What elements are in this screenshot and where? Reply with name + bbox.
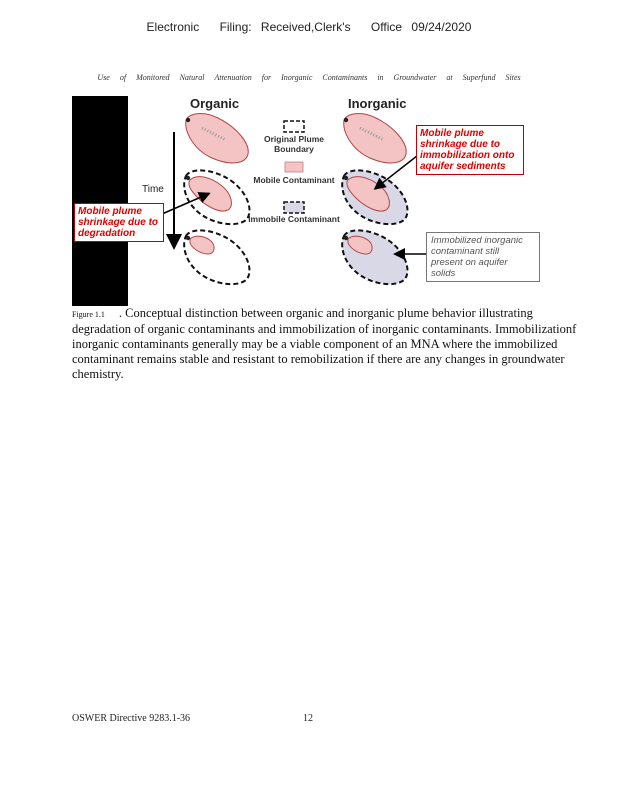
callout-immobilization: Mobile plume shrinkage due to immobiliza…	[416, 125, 524, 175]
figure-caption: Figure 1.1. Conceptual distinction betwe…	[72, 306, 582, 382]
inorganic-heading: Inorganic	[348, 96, 407, 111]
inorganic-plume-t3	[342, 230, 407, 284]
legend-immobile-swatch	[284, 202, 304, 213]
organic-heading: Organic	[190, 96, 239, 111]
inorganic-plume-t2	[342, 170, 407, 224]
arrow-degradation	[162, 194, 208, 214]
organic-plume-t1	[186, 114, 248, 163]
stamp-office: Office	[371, 20, 402, 34]
callout-degradation: Mobile plume shrinkage due to degradatio…	[74, 203, 164, 242]
legend-mobile-swatch	[285, 162, 303, 172]
callout-immobilized: Immobilized inorganic contaminant still …	[426, 232, 540, 282]
page-number: 12	[303, 713, 313, 724]
stamp-date: 09/24/2020	[411, 20, 471, 34]
footer-directive: OSWER Directive 9283.1-36	[72, 713, 190, 724]
filing-stamp: Electronic Filing: Received,Clerk's Offi…	[0, 20, 618, 34]
legend-immobile-label: Immobile Contaminant	[242, 214, 346, 224]
time-label: Time	[142, 184, 164, 195]
plume-figure: Organic Inorganic Original Plume Boundar…	[72, 96, 548, 306]
legend-original-label: Original Plume Boundary	[252, 134, 336, 154]
caption-text: . Conceptual distinction between organic…	[72, 306, 576, 381]
legend-original-swatch	[284, 121, 304, 132]
stamp-filing: Filing:	[220, 20, 252, 34]
stamp-received: Received,Clerk's	[261, 20, 351, 34]
legend-mobile-label: Mobile Contaminant	[242, 175, 346, 185]
figure-number: Figure 1.1	[72, 310, 105, 319]
stamp-electronic: Electronic	[147, 20, 200, 34]
organic-plume-t2	[184, 170, 249, 224]
organic-plume-t3	[184, 230, 249, 284]
inorganic-plume-t1	[344, 114, 406, 163]
